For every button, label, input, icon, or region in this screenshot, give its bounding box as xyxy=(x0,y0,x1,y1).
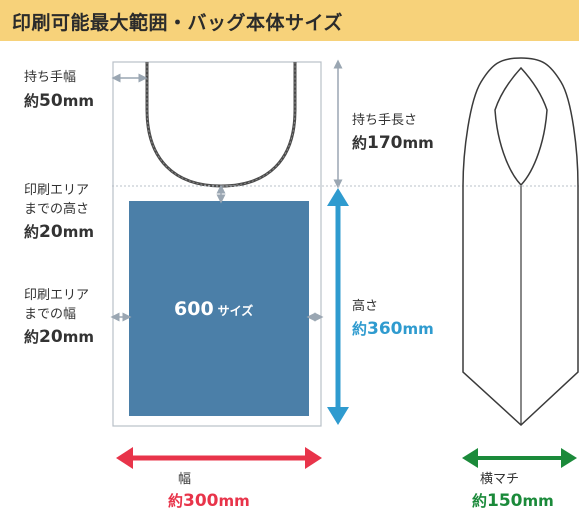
width-arrow xyxy=(116,447,322,469)
height-label: 高さ xyxy=(352,299,379,314)
handle-length-value: 約170mm xyxy=(352,133,434,153)
width-value: 約300mm xyxy=(168,491,250,511)
side-margin-value: 約20mm xyxy=(24,327,94,347)
top-margin-label-2: までの高さ xyxy=(24,202,90,217)
side-margin-label-2: までの幅 xyxy=(24,307,77,322)
title-banner: 印刷可能最大範囲・バッグ本体サイズ xyxy=(0,0,579,41)
print-area xyxy=(129,201,309,416)
height-value: 約360mm xyxy=(352,319,434,339)
width-label: 幅 xyxy=(178,472,192,487)
side-margin-label-1: 印刷エリア xyxy=(24,288,90,303)
bag-side-view xyxy=(462,57,579,427)
height-arrow xyxy=(327,188,349,425)
handle-length-label: 持ち手長さ xyxy=(352,113,418,128)
gusset-value: 約150mm xyxy=(472,491,554,511)
top-margin-value: 約20mm xyxy=(24,222,94,242)
gusset-label: 横マチ xyxy=(480,472,520,487)
handle-width-value: 約50mm xyxy=(24,91,94,111)
page-title: 印刷可能最大範囲・バッグ本体サイズ xyxy=(12,12,343,34)
top-margin-label-1: 印刷エリア xyxy=(24,183,90,198)
handle-width-label: 持ち手幅 xyxy=(24,70,77,85)
gusset-arrow xyxy=(462,448,577,468)
